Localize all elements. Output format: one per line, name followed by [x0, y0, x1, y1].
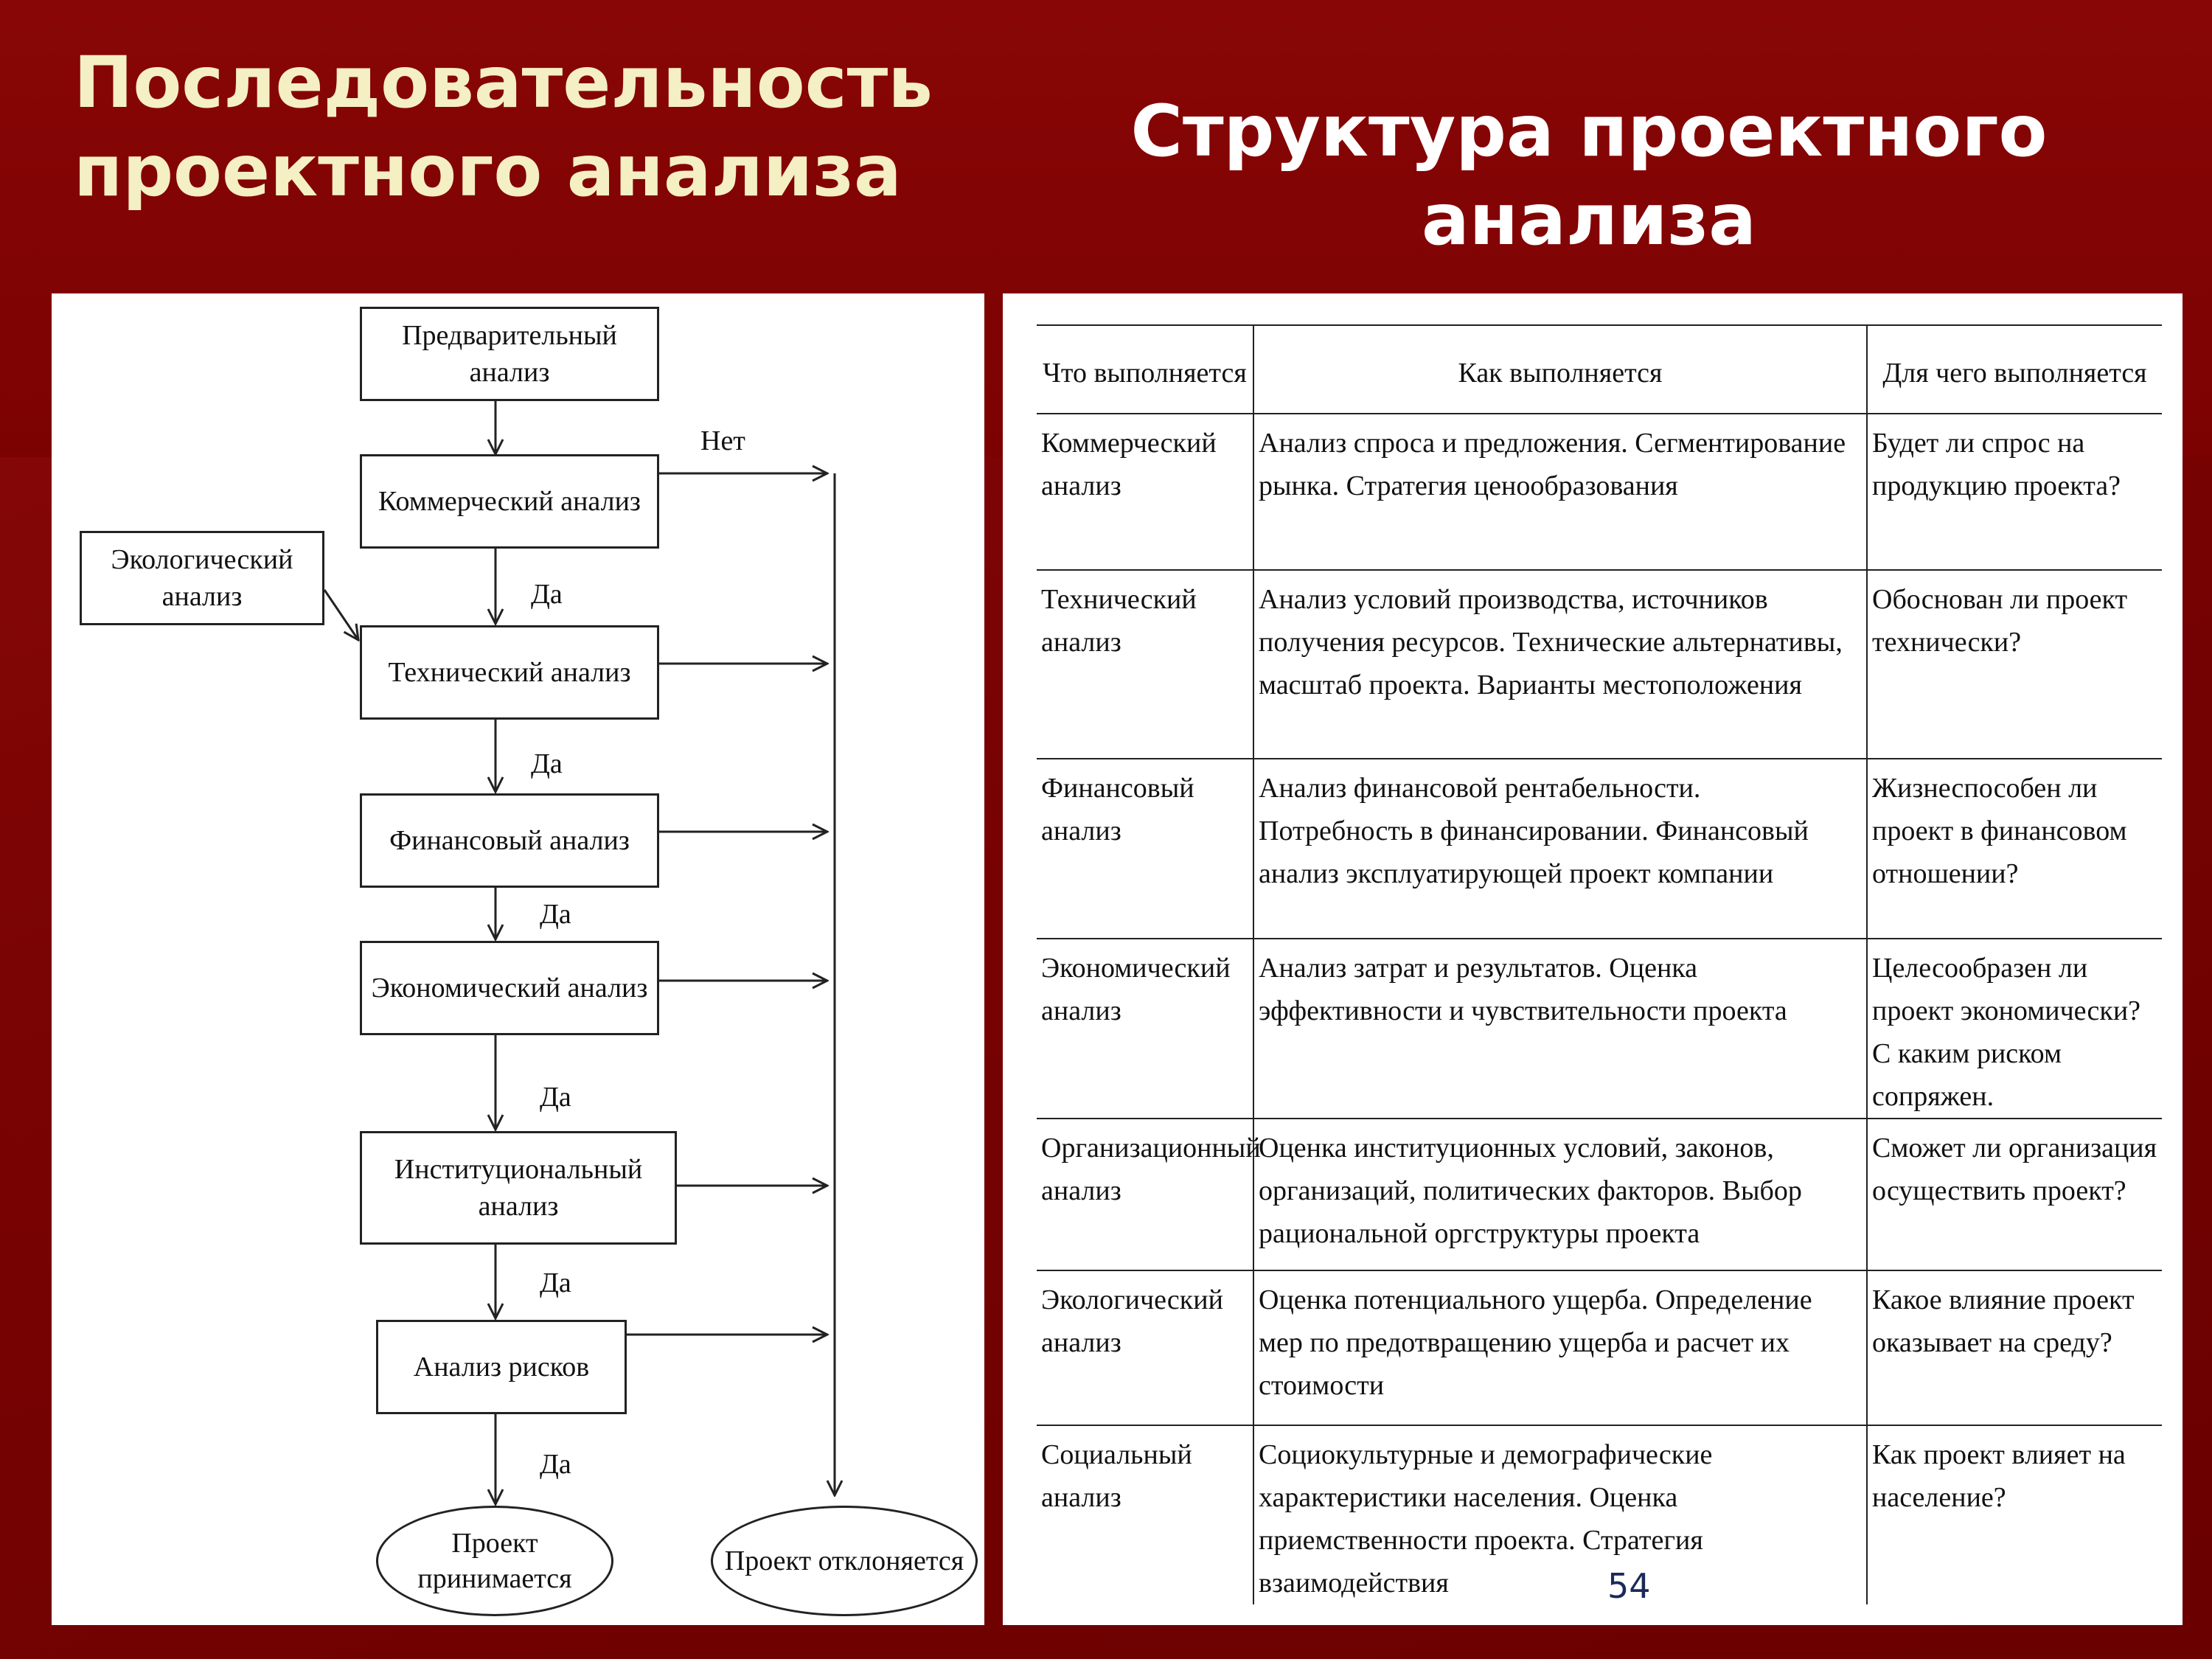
box-risk-analysis: Анализ рисков	[376, 1320, 627, 1414]
table-row: Коммерческий анализ Анализ спроса и пред…	[1037, 414, 2162, 571]
box-technical-analysis: Технический анализ	[360, 625, 659, 720]
table-cell: Будет ли спрос на продукцию проекта?	[1866, 414, 2162, 571]
structure-table-panel: Что выполняется Как выполняется Для чего…	[1003, 293, 2183, 1625]
table-cell: Организационный анализ	[1037, 1119, 1261, 1271]
table-cell: Анализ спроса и предложения. Сегментиров…	[1253, 414, 1867, 571]
table-row: Финансовый анализ Анализ финансовой рент…	[1037, 759, 2162, 939]
table-cell: Оценка потенциального ущерба. Определени…	[1253, 1270, 1867, 1426]
table-cell: Социальный анализ	[1041, 1439, 1192, 1513]
label-yes: Да	[540, 1082, 571, 1113]
table-header-row: Что выполняется Как выполняется Для чего…	[1037, 324, 2162, 414]
table-cell: Оценка институционных условий, законов, …	[1253, 1119, 1867, 1271]
page-number: 54	[1607, 1566, 1651, 1606]
box-preliminary-analysis: Предварительный анализ	[360, 307, 659, 401]
column-header-what: Что выполняется	[1037, 324, 1253, 414]
label-yes: Да	[540, 1267, 571, 1298]
table-cell: Анализ условий производства, источников …	[1253, 570, 1867, 759]
outcome-project-rejected: Проект отклоняется	[711, 1506, 978, 1616]
table-cell: Как проект влияет на население?	[1866, 1425, 2162, 1604]
label-yes: Да	[540, 1449, 571, 1480]
slide-title-right: Структура проектного анализа	[1130, 90, 2048, 261]
label-yes: Да	[531, 748, 563, 779]
table-cell: Финансовый анализ	[1037, 759, 1253, 939]
table-row: Технический анализ Анализ условий произв…	[1037, 570, 2162, 759]
label-no: Нет	[700, 425, 745, 456]
table-cell: Сможет ли организация осуществить проект…	[1866, 1119, 2162, 1271]
table-cell: Обоснован ли проект технически?	[1866, 570, 2162, 759]
table-row: Организационный анализ Оценка институцио…	[1037, 1119, 2162, 1271]
table-cell: Технический анализ	[1037, 570, 1253, 759]
box-institutional-analysis: Институциональный анализ	[360, 1131, 677, 1245]
table-cell: Экологический анализ	[1037, 1270, 1253, 1426]
slide-title-left: Последовательность проектного анализа	[74, 41, 933, 212]
flowchart-connectors	[323, 401, 984, 1625]
box-financial-analysis: Финансовый анализ	[360, 793, 659, 888]
box-ecological-analysis: Экологический анализ	[80, 531, 324, 625]
column-header-how: Как выполняется	[1253, 324, 1867, 414]
table-cell: Экономический анализ	[1037, 939, 1253, 1119]
project-analysis-table: Что выполняется Как выполняется Для чего…	[1037, 324, 2162, 1604]
box-commercial-analysis: Коммерческий анализ	[360, 454, 659, 549]
table-cell: Жизнеспособен ли проект в финансовом отн…	[1866, 759, 2162, 939]
table-cell: Какое влияние проект оказывает на среду?	[1866, 1270, 2162, 1426]
column-header-why: Для чего выполняется	[1866, 324, 2162, 414]
flowchart-panel: Предварительный анализ Коммерческий анал…	[52, 293, 984, 1625]
box-economic-analysis: Экономический анализ	[360, 941, 659, 1035]
table-cell: Коммерческий анализ	[1037, 414, 1253, 571]
table-row: Социальный анализ Социокультурные и демо…	[1037, 1425, 2162, 1604]
label-yes: Да	[540, 899, 571, 930]
label-yes: Да	[531, 579, 563, 610]
outcome-project-accepted: Проект принимается	[376, 1506, 613, 1616]
table-cell: Социокультурные и демографические характ…	[1253, 1425, 1867, 1604]
table-cell: Анализ финансовой рентабельности. Потреб…	[1253, 759, 1867, 939]
table-row: Экологический анализ Оценка потенциально…	[1037, 1270, 2162, 1426]
table-cell: Анализ затрат и результатов. Оценка эффе…	[1253, 939, 1867, 1119]
table-cell: Целесообразен ли проект экономически? С …	[1866, 939, 2162, 1119]
table-row: Экономический анализ Анализ затрат и рез…	[1037, 939, 2162, 1119]
